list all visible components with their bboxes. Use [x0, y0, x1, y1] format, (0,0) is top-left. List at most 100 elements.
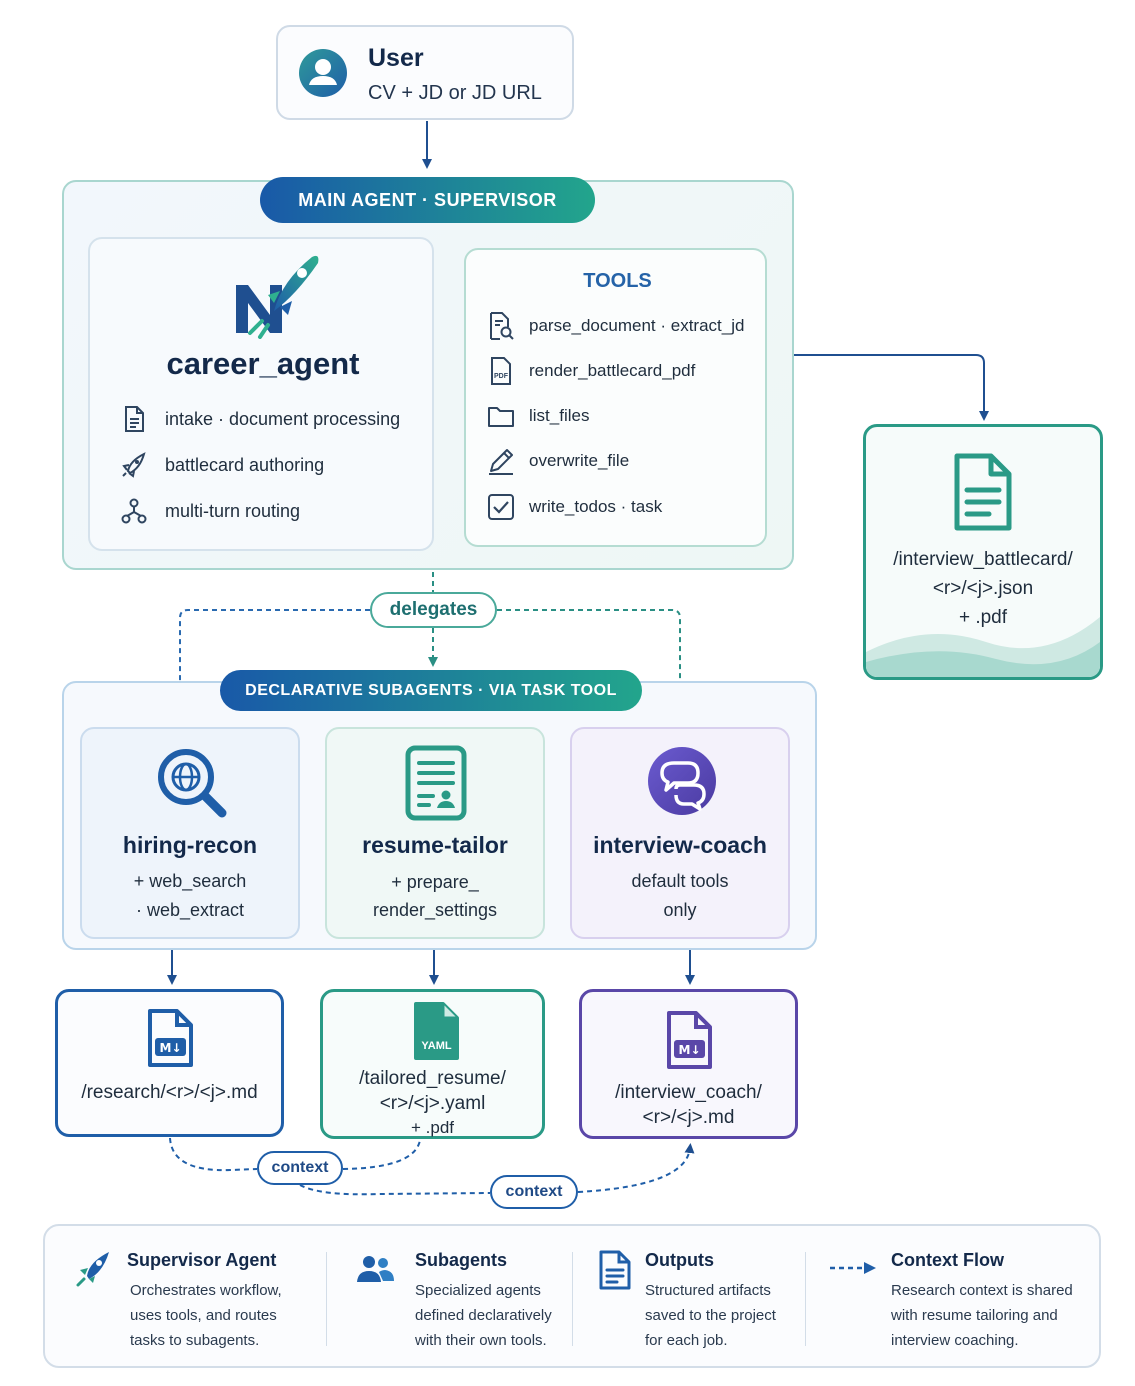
pencil-icon	[489, 449, 513, 475]
legend-title: Subagents	[415, 1250, 508, 1270]
rocket-icon	[122, 452, 146, 478]
legend-desc-line: uses tools, and routes	[130, 1307, 277, 1324]
legend-desc: Specialized agents defined declaratively…	[415, 1278, 615, 1353]
subagent-tool-line: + prepare_	[391, 872, 479, 892]
arrow-main-to-battlecard	[794, 354, 989, 421]
output-badge: M↓	[679, 1043, 701, 1057]
tool-row: list_files	[486, 401, 589, 431]
output-interview-coach: M↓ /interview_coach/ <r>/<j>.md	[579, 989, 798, 1139]
output-badge: M↓	[160, 1041, 182, 1055]
document-icon	[125, 406, 144, 432]
output-research: M↓ /research/<r>/<j>.md	[55, 989, 284, 1137]
user-subtitle: CV + JD or JD URL	[368, 82, 542, 104]
subagent-tool-line: only	[663, 900, 697, 920]
folder-icon	[488, 407, 514, 427]
tool-row: overwrite_file	[486, 446, 629, 476]
decorative-wave	[866, 617, 1100, 677]
tools-card: TOOLS parse_document · extract_jd PDF re…	[464, 248, 767, 547]
output-path: /interview_coach/ <r>/<j>.md	[582, 1080, 795, 1130]
yaml-file-icon: YAML	[414, 1002, 459, 1060]
legend-desc-line: interview coaching.	[891, 1332, 1019, 1349]
tools-title: TOOLS	[583, 270, 652, 292]
battlecard-line: <r>/<j>.json	[932, 578, 1034, 599]
legend-desc-line: with their own tools.	[415, 1332, 547, 1349]
document-search-icon	[490, 312, 514, 340]
subagent-tool-line: · web_extract	[135, 900, 245, 920]
legend-desc: Orchestrates workflow, uses tools, and r…	[130, 1278, 330, 1353]
agent-name: career_agent	[166, 346, 360, 381]
tool-label: write_todos · task	[529, 497, 663, 516]
output-path: /tailored_resume/ <r>/<j>.yaml + .pdf	[323, 1066, 542, 1140]
legend-desc: Structured artifacts saved to the projec…	[645, 1278, 845, 1353]
legend-desc-line: defined declaratively	[415, 1307, 552, 1324]
document-icon	[599, 1250, 631, 1290]
battlecard-output: /interview_battlecard/ <r>/<j>.json + .p…	[863, 424, 1103, 680]
tool-label: render_battlecard_pdf	[529, 361, 696, 380]
legend-title: Supervisor Agent	[127, 1250, 277, 1270]
legend-desc-line: Research context is shared	[891, 1282, 1073, 1299]
subagent-resume-tailor: resume-tailor + prepare_ render_settings	[325, 727, 545, 939]
capability-row: multi-turn routing	[120, 496, 300, 526]
checkbox-icon	[488, 494, 514, 520]
context-label: context	[490, 1175, 578, 1209]
output-path: /research/<r>/<j>.md	[81, 1082, 258, 1103]
legend-divider	[572, 1252, 573, 1346]
markdown-file-icon: M↓	[148, 1009, 193, 1067]
context-label: context	[257, 1151, 343, 1185]
legend-title: Context Flow	[891, 1250, 1004, 1270]
subagent-tool-line: default tools	[631, 871, 729, 891]
user-avatar-icon	[299, 49, 347, 97]
capability-row: battlecard authoring	[120, 450, 324, 480]
subagent-name: resume-tailor	[362, 832, 508, 858]
routing-icon	[121, 498, 147, 524]
legend-desc-line: saved to the project	[645, 1307, 776, 1324]
legend-desc: Research context is shared with resume t…	[891, 1278, 1101, 1353]
output-path-line: /tailored_resume/	[359, 1068, 506, 1089]
document-icon	[954, 453, 1012, 531]
legend-desc-line: for each job.	[645, 1332, 728, 1349]
svg-text:PDF: PDF	[494, 373, 509, 380]
tool-row: parse_document · extract_jd	[486, 311, 744, 341]
legend-desc-line: Specialized agents	[415, 1282, 541, 1299]
legend-desc-line: Structured artifacts	[645, 1282, 771, 1299]
legend: Supervisor Agent Orchestrates workflow, …	[43, 1224, 1101, 1368]
legend-title: Outputs	[645, 1250, 714, 1270]
rocket-icon	[76, 1252, 109, 1287]
dashed-arrow-icon	[830, 1262, 876, 1274]
capability-row: intake · document processing	[120, 404, 400, 434]
subagents-banner: DECLARATIVE SUBAGENTS · VIA TASK TOOL	[220, 670, 642, 711]
subagent-name: hiring-recon	[122, 832, 258, 858]
legend-desc-line: Orchestrates workflow,	[130, 1282, 282, 1299]
subagent-name: interview-coach	[593, 832, 767, 858]
subagent-tool-line: + web_search	[133, 871, 247, 891]
battlecard-line: /interview_battlecard/	[893, 549, 1073, 570]
tool-row: PDF render_battlecard_pdf	[486, 356, 695, 386]
legend-divider	[805, 1252, 806, 1346]
output-badge: YAML	[421, 1040, 451, 1052]
battlecard-line: + .pdf	[958, 607, 1008, 628]
rocket-logo-icon	[236, 255, 319, 339]
output-tailored-resume: YAML /tailored_resume/ <r>/<j>.yaml + .p…	[320, 989, 545, 1139]
tool-label: list_files	[529, 406, 590, 425]
output-path-line: <r>/<j>.yaml	[379, 1093, 486, 1114]
legend-divider	[326, 1252, 327, 1346]
pdf-icon: PDF	[491, 357, 511, 385]
tool-label: parse_document · extract_jd	[529, 316, 745, 335]
subagent-hiring-recon: hiring-recon + web_search · web_extract	[80, 727, 300, 939]
user-node: User CV + JD or JD URL	[276, 25, 574, 120]
output-path-line: /interview_coach/	[615, 1082, 762, 1103]
capability-label: intake · document processing	[165, 408, 401, 429]
markdown-file-icon: M↓	[667, 1011, 712, 1069]
tool-row: write_todos · task	[486, 492, 662, 522]
legend-desc-line: with resume tailoring and	[891, 1307, 1058, 1324]
people-icon	[357, 1256, 394, 1282]
user-title: User	[368, 44, 424, 72]
main-agent-banner: MAIN AGENT · SUPERVISOR	[260, 177, 595, 223]
chat-bubbles-icon	[648, 747, 716, 815]
output-path-line: <r>/<j>.md	[642, 1107, 735, 1128]
battlecard-path: /interview_battlecard/ <r>/<j>.json + .p…	[866, 545, 1100, 632]
globe-search-icon	[158, 749, 227, 818]
subagent-tool-line: render_settings	[372, 900, 498, 920]
delegates-label: delegates	[370, 592, 497, 628]
output-path-line: + .pdf	[410, 1118, 454, 1137]
